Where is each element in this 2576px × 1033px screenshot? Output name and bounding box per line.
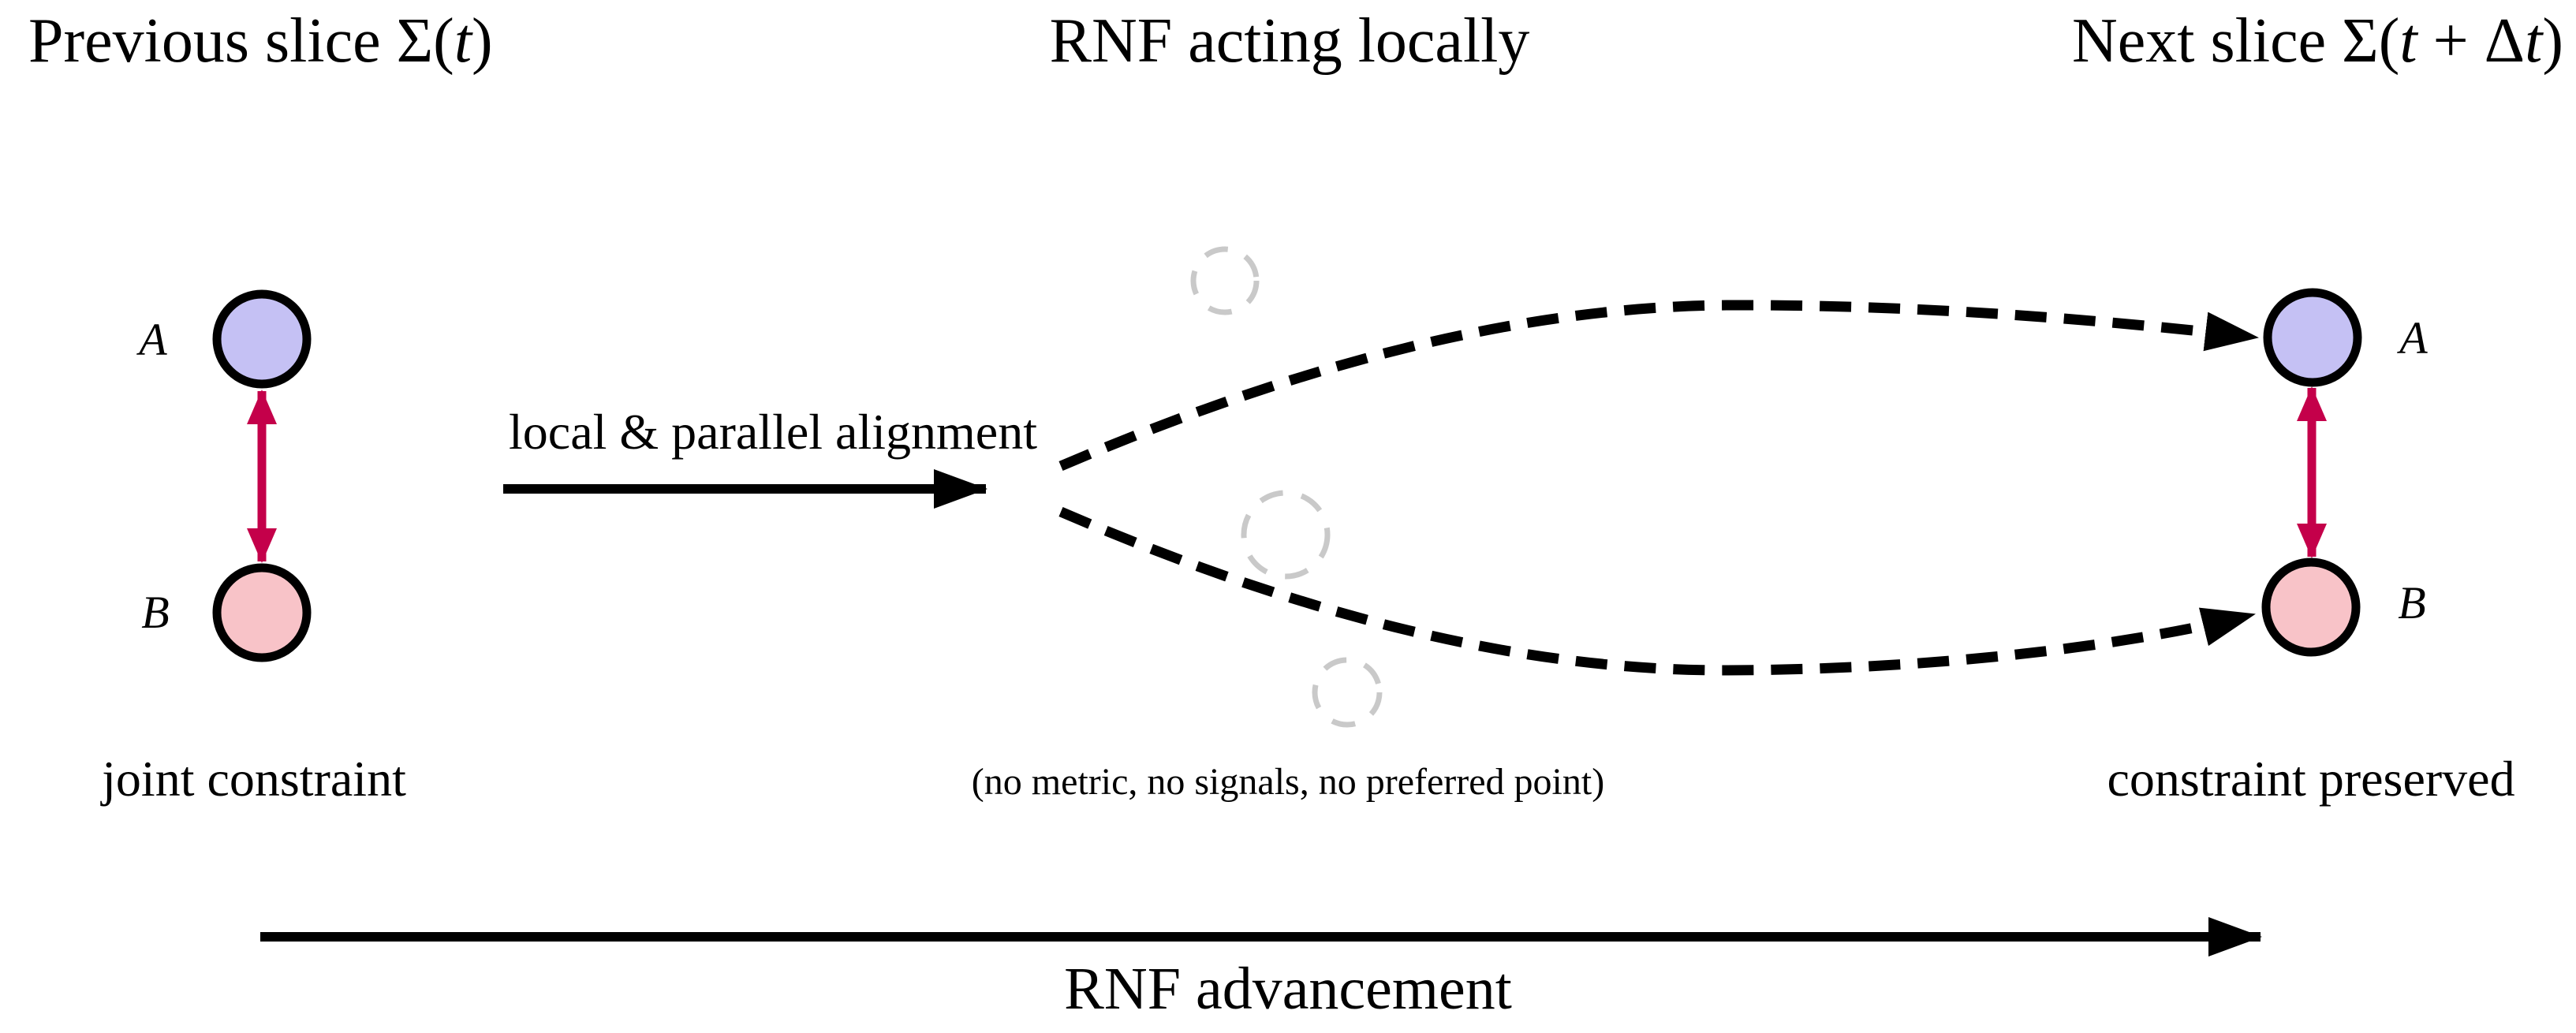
label-no-metric-note: (no metric, no signals, no preferred poi… bbox=[971, 761, 1605, 803]
title-next-slice: Next slice Σ(t + Δt) bbox=[2072, 9, 2563, 73]
node-a-previous bbox=[212, 289, 312, 389]
title-previous-slice: Previous slice Σ(t) bbox=[28, 9, 493, 73]
node-a-next bbox=[2263, 288, 2362, 387]
title-next-plus: + Δ bbox=[2417, 6, 2526, 76]
title-previous-close: ) bbox=[472, 6, 493, 76]
label-joint-constraint: joint constraint bbox=[102, 751, 406, 807]
title-next-close: ) bbox=[2542, 6, 2563, 76]
node-label-b-previous: B bbox=[141, 587, 170, 638]
title-next-var1: t bbox=[2399, 6, 2417, 76]
transport-curve-b bbox=[1058, 507, 2256, 676]
node-b-next bbox=[2261, 558, 2361, 657]
title-previous-text: Previous slice Σ( bbox=[28, 6, 454, 76]
ghost-point-circle-bottom bbox=[1312, 657, 1383, 728]
title-next-text: Next slice Σ( bbox=[2072, 6, 2400, 76]
title-previous-var: t bbox=[454, 6, 472, 76]
node-label-a-previous: A bbox=[139, 314, 167, 365]
title-next-var2: t bbox=[2525, 6, 2543, 76]
ghost-point-circle-top bbox=[1190, 246, 1260, 315]
node-label-a-next: A bbox=[2399, 312, 2428, 364]
ghost-point-circle-middle bbox=[1241, 490, 1331, 580]
label-alignment: local & parallel alignment bbox=[509, 404, 1037, 460]
label-rnf-advancement: RNF advancement bbox=[1064, 956, 1512, 1022]
transport-curve-a bbox=[1058, 300, 2259, 471]
node-label-b-next: B bbox=[2398, 577, 2426, 628]
label-constraint-preserved: constraint preserved bbox=[2107, 751, 2515, 807]
title-rnf-acting: RNF acting locally bbox=[1049, 6, 1530, 76]
node-b-previous bbox=[212, 563, 312, 662]
